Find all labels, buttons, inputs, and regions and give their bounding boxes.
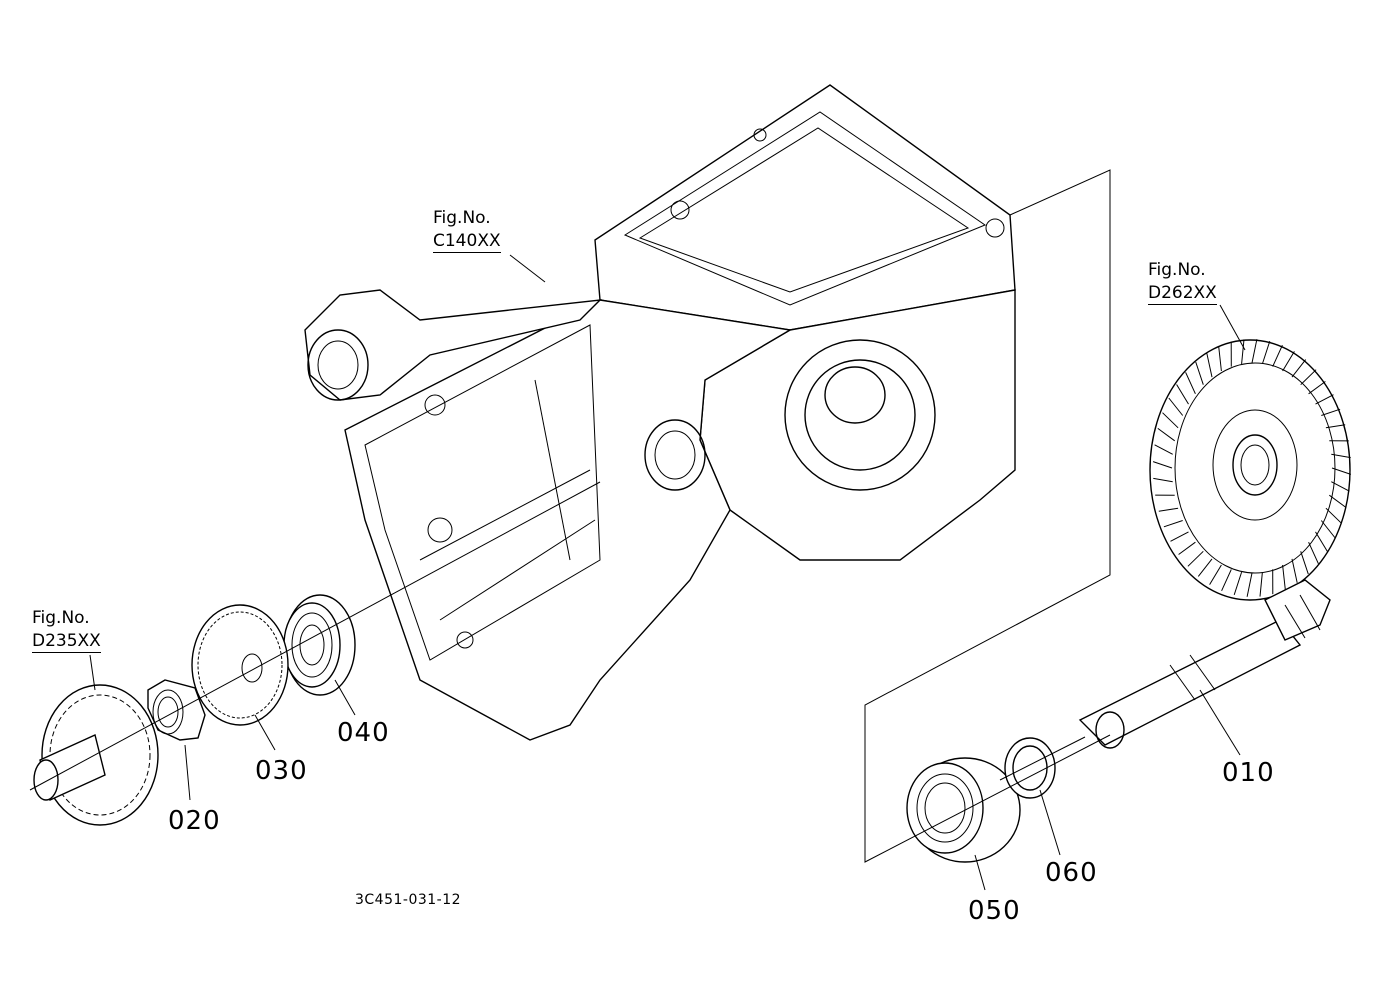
figure-ref-code: D235XX <box>32 633 101 653</box>
figure-ref-code: C140XX <box>433 233 501 253</box>
pinion-shaft <box>1080 580 1330 748</box>
figure-ref-prefix: Fig.No. <box>1148 262 1217 279</box>
bearing-050 <box>907 758 1020 862</box>
part-callout-020[interactable]: 020 <box>168 808 221 834</box>
transmission-case <box>305 85 1015 740</box>
shim-060 <box>1005 738 1055 798</box>
figure-ref-prefix: Fig.No. <box>32 610 101 627</box>
bearing-040 <box>284 595 355 695</box>
part-callout-060[interactable]: 060 <box>1045 860 1098 886</box>
figure-ref-code: D262XX <box>1148 285 1217 305</box>
bevel-gear <box>1150 339 1351 600</box>
figure-ref-prefix: Fig.No. <box>433 210 501 227</box>
part-callout-050[interactable]: 050 <box>968 898 1021 924</box>
part-callout-030[interactable]: 030 <box>255 758 308 784</box>
part-callout-010[interactable]: 010 <box>1222 760 1275 786</box>
drawing-code: 3C451-031-12 <box>355 893 461 907</box>
figure-ref-c140: Fig.No. C140XX <box>433 210 501 253</box>
figure-ref-d235: Fig.No. D235XX <box>32 610 101 653</box>
spur-gear <box>34 685 158 825</box>
sensor-plate-030 <box>192 605 288 725</box>
part-callout-040[interactable]: 040 <box>337 720 390 746</box>
figure-ref-d262: Fig.No. D262XX <box>1148 262 1217 305</box>
